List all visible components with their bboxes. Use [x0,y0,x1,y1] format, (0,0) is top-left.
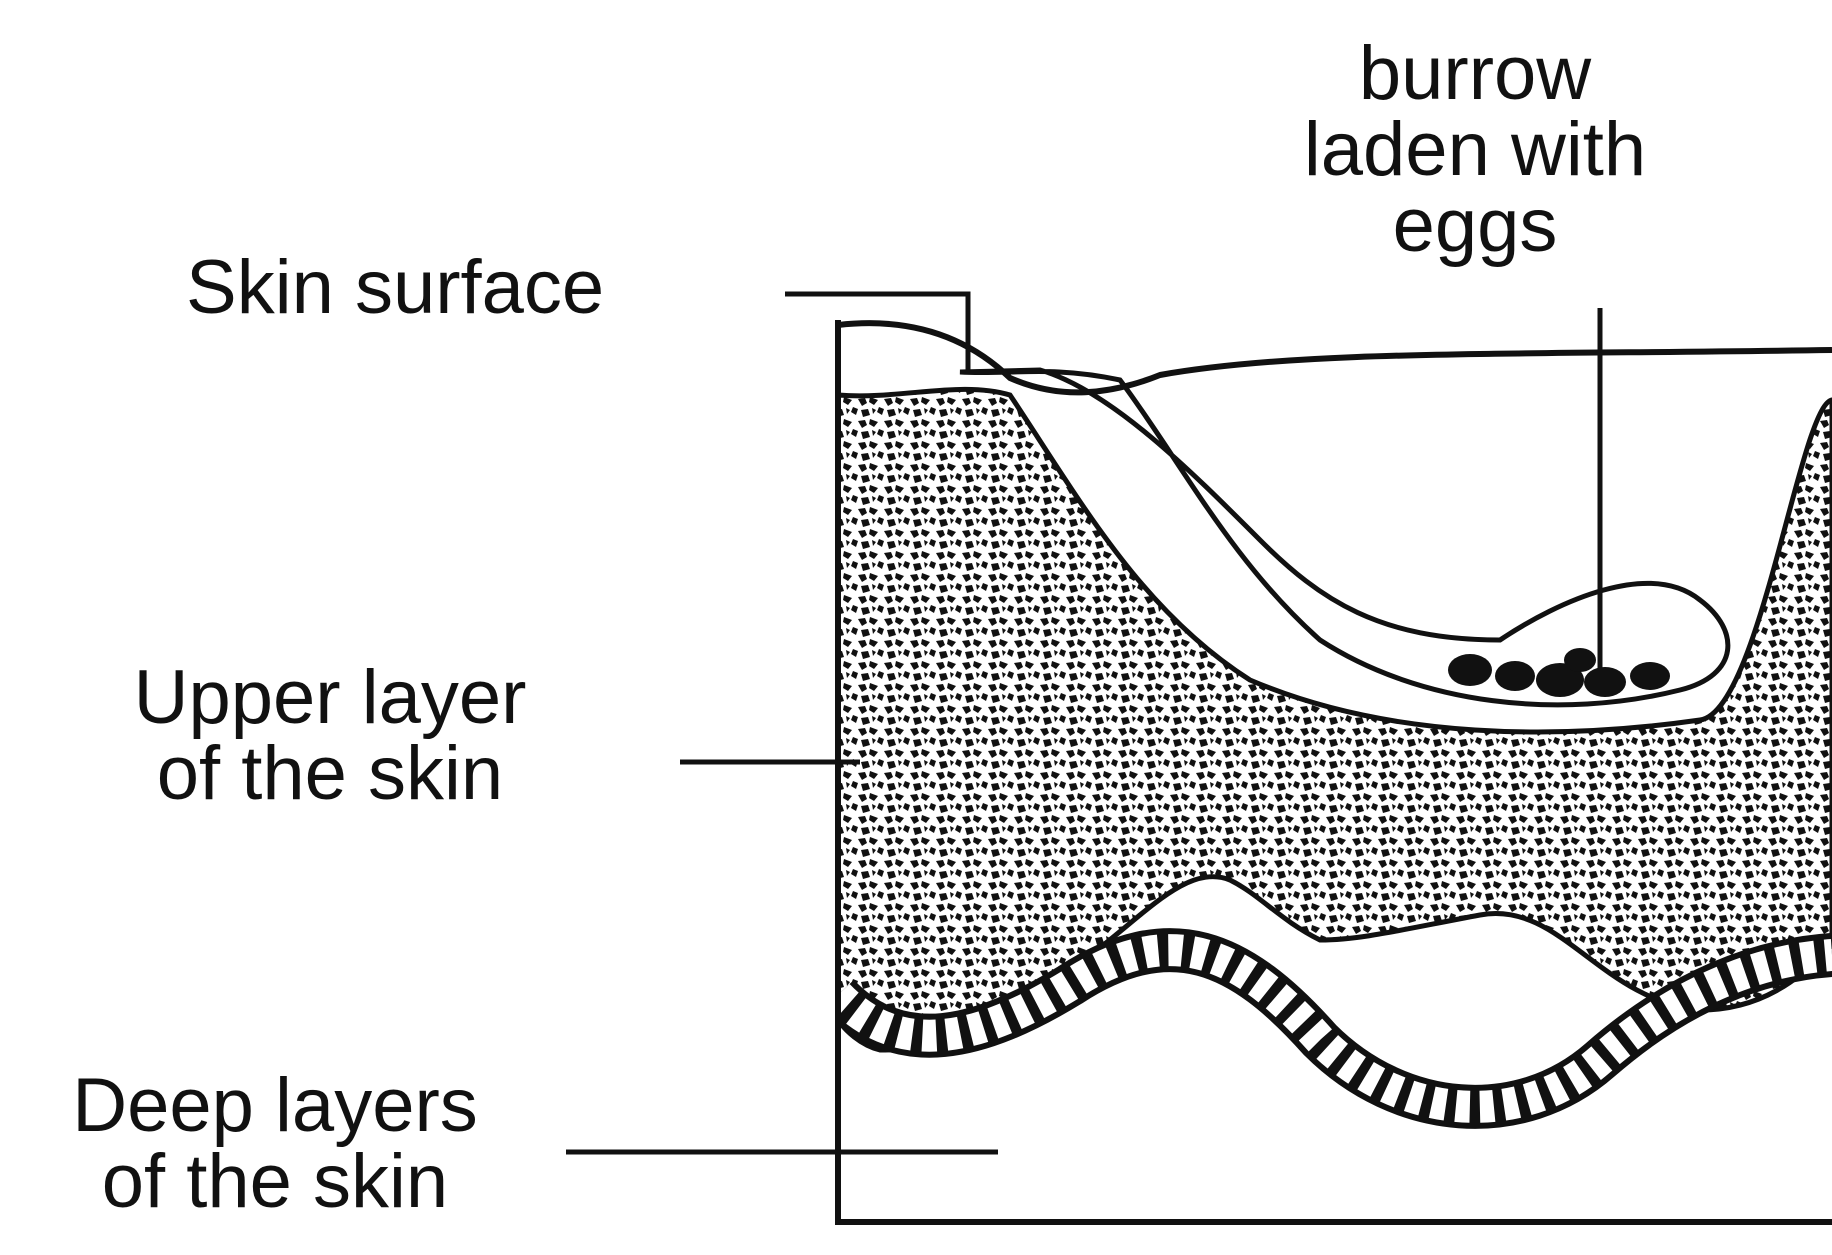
burrow-label-line-3: eggs [1240,188,1710,264]
upper-layer-label: Upper layer of the skin [60,660,600,812]
deep-layers-label-line-2: of the skin [20,1144,530,1220]
deep-layers-label: Deep layers of the skin [20,1068,530,1220]
burrow-label: burrow laden with eggs [1240,36,1710,264]
upper-layer-label-line-2: of the skin [60,736,600,812]
skin-surface-line [838,323,1832,392]
deep-layers-label-line-1: Deep layers [20,1068,530,1144]
upper-layer-label-line-1: Upper layer [60,660,600,736]
burrow-label-line-2: laden with [1240,112,1710,188]
upper-skin-layer [838,389,1832,1050]
skin-surface-label: Skin surface [186,250,604,326]
burrow-label-line-1: burrow [1240,36,1710,112]
skin-surface-label-line-1: Skin surface [186,250,604,326]
